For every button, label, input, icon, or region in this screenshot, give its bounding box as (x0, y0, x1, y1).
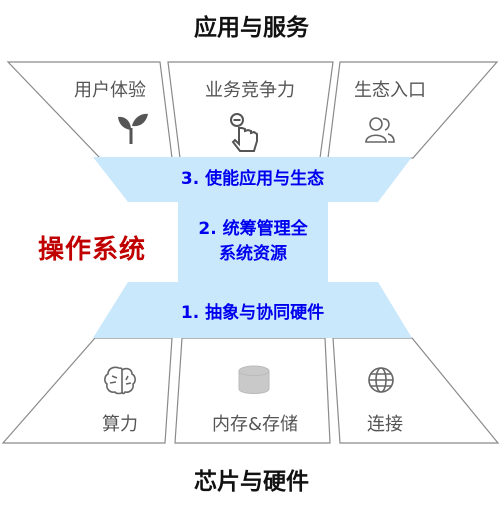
sprout-icon (118, 113, 148, 144)
layer-bottom-label: 1. 抽象与协同硬件 (180, 303, 325, 323)
users-icon (365, 117, 395, 143)
top-segment-label-3: 生态入口 (354, 80, 426, 101)
top-title: 应用与服务 (194, 15, 309, 41)
globe-icon (368, 367, 394, 393)
top-segment-label-1: 用户体验 (74, 80, 146, 101)
layer-middle-band (178, 202, 328, 282)
brain-icon (104, 366, 136, 395)
bottom-title: 芯片与硬件 (194, 469, 309, 495)
layer-middle-label-line1: 2. 统筹管理全 (198, 219, 308, 239)
layer-top-label: 3. 使能应用与生态 (180, 169, 325, 189)
top-segment-3-outline (327, 61, 499, 159)
os-label: 操作系统 (38, 235, 147, 265)
os-layers (93, 157, 412, 338)
layer-top-band (93, 157, 412, 202)
top-segment-label-2: 业务竞争力 (205, 80, 295, 101)
bottom-segment-label-2: 内存&存储 (211, 414, 299, 435)
bottom-segment-label-3: 连接 (367, 414, 403, 435)
database-icon (238, 365, 270, 394)
touch-hand-icon (230, 113, 258, 152)
bottom-segment-label-1: 算力 (102, 414, 138, 435)
layer-middle-label-line2: 系统资源 (219, 244, 287, 264)
layer-bottom-band (93, 282, 412, 338)
